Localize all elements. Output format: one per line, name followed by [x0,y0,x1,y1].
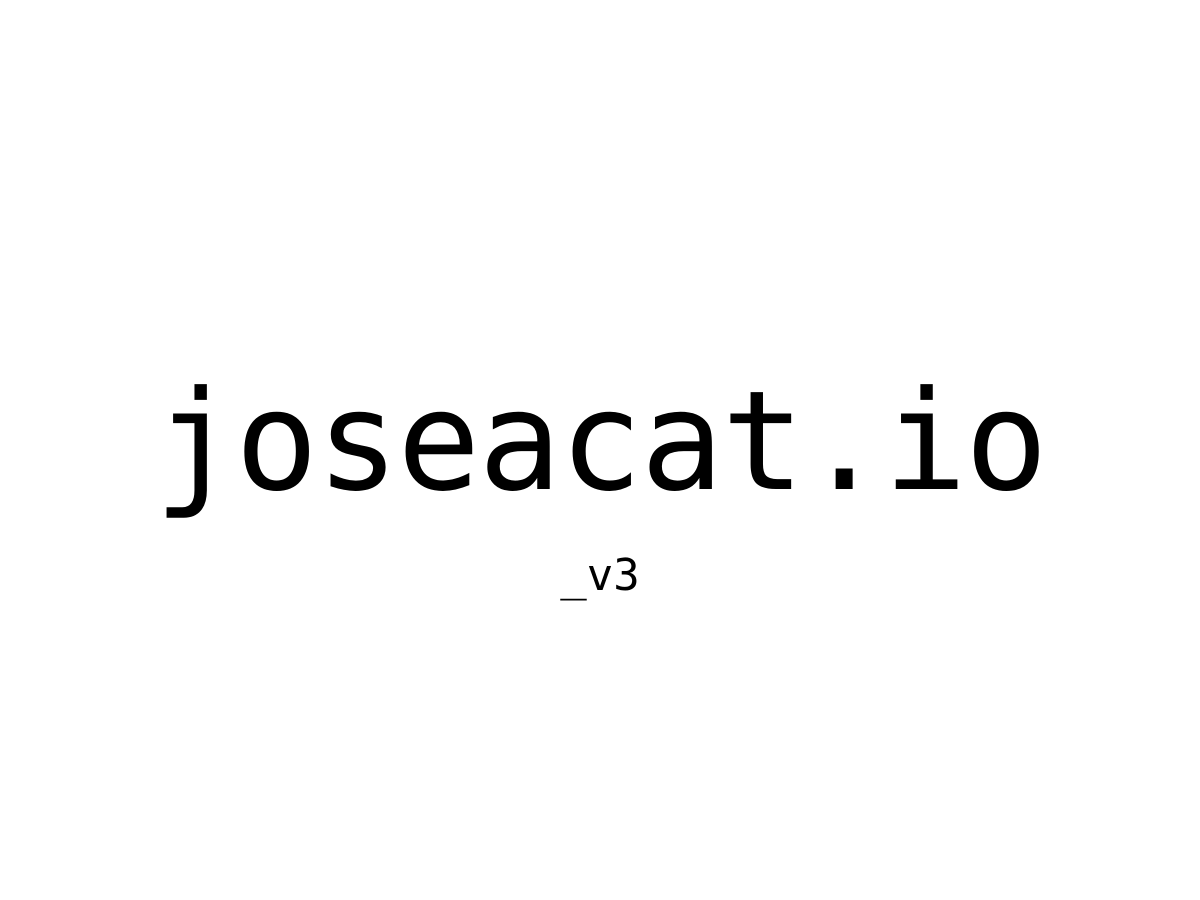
site-title: joseacat.io [154,361,1048,522]
version-label: _v3 [560,550,640,601]
